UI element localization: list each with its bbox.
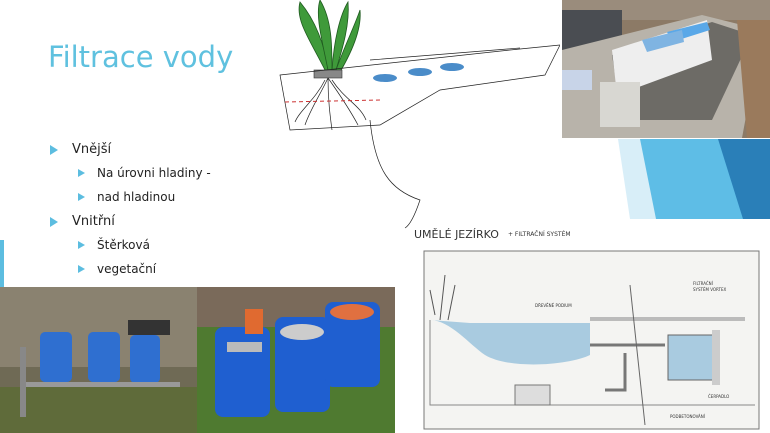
bullet-sub: Štěrková [78, 238, 150, 252]
bullet-inner: Vnitřní [50, 214, 115, 229]
bullet-sub: vegetační [78, 262, 156, 276]
label-podium: DŘEVĚNÉ PODIUM [535, 303, 572, 308]
bullet-label: nad hladinou [97, 190, 176, 204]
bullet-label: vegetační [97, 262, 157, 276]
vegetation-filter-sketch [279, 0, 560, 229]
slide-title: Filtrace vody [48, 40, 234, 74]
filter-construction-photo [562, 0, 770, 138]
label-concrete: PODBETONOVÁNÍ [670, 414, 706, 419]
bullet-icon [78, 265, 85, 273]
barrel-filter-photo-1 [0, 287, 197, 433]
decor-left-sliver [0, 240, 4, 288]
bullet-icon [78, 169, 85, 177]
decor-blue-shapes [618, 139, 770, 219]
bullet-label: Vnitřní [72, 214, 115, 229]
bullet-icon [50, 216, 58, 227]
diagram-subtitle: + FILTRAČNÍ SYSTÉM [508, 231, 571, 238]
label-pump: ČERPADLO [708, 394, 729, 399]
label-vortex-2: SYSTÉM VORTEX [693, 287, 726, 292]
diagram-title: UMĚLÉ JEZÍRKO [414, 228, 499, 241]
label-vortex-1: FILTRAČNÍ [693, 281, 714, 286]
bullet-label: Vnější [72, 142, 112, 157]
barrel-filter-photo-2 [197, 287, 395, 433]
pond-diagram: DŘEVĚNÉ PODIUM FILTRAČNÍ SYSTÉM VORTEX Č… [423, 250, 760, 430]
bullet-label: Na úrovni hladiny - [97, 166, 211, 180]
bullet-sub: nad hladinou [78, 190, 175, 204]
bullet-outer: Vnější [50, 142, 111, 157]
bullet-sub: Na úrovni hladiny - [78, 166, 211, 180]
bullet-icon [50, 144, 58, 155]
bullet-label: Štěrková [97, 238, 150, 252]
bullet-icon [78, 193, 85, 201]
bullet-icon [78, 241, 85, 249]
